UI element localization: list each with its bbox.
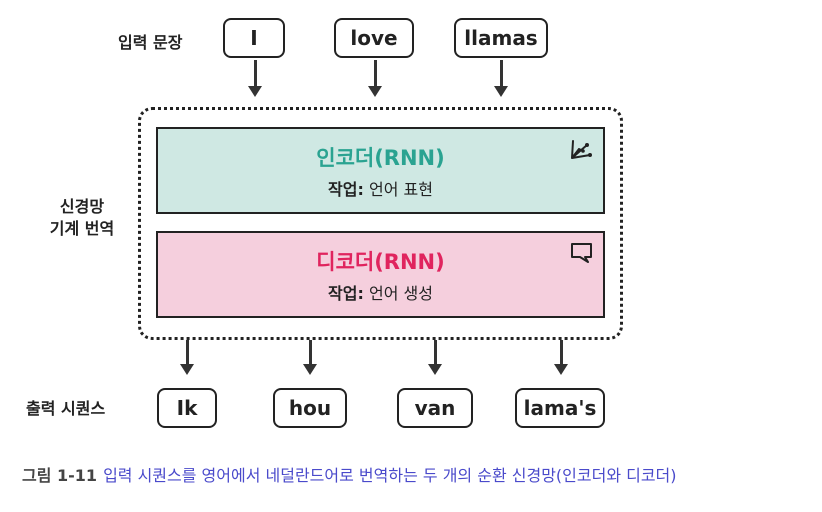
encoder-task-label: 작업: xyxy=(328,179,364,199)
output-arrow xyxy=(303,340,317,375)
caption-text: 입력 시퀀스를 영어에서 네덜란드어로 번역하는 두 개의 순환 신경망(인코더… xyxy=(103,466,677,485)
decoder-task-value: 언어 생성 xyxy=(368,283,433,303)
output-token: hou xyxy=(273,388,347,428)
speech-bubble-icon xyxy=(569,241,595,269)
encoder-title: 인코더(RNN) xyxy=(316,145,445,170)
decoder-task: 작업: 언어 생성 xyxy=(328,280,433,304)
input-token: love xyxy=(334,18,414,58)
output-token: van xyxy=(397,388,473,428)
figure-caption: 그림 1-11 입력 시퀀스를 영어에서 네덜란드어로 번역하는 두 개의 순환 … xyxy=(22,462,677,486)
input-arrow xyxy=(368,60,382,97)
output-sequence-label: 출력 시퀀스 xyxy=(26,399,106,418)
nmt-label-line2: 기계 번역 xyxy=(49,218,115,238)
encoder-task: 작업: 언어 표현 xyxy=(328,176,433,200)
input-token: llamas xyxy=(454,18,548,58)
encoder-box: 인코더(RNN) 작업: 언어 표현 xyxy=(156,127,605,214)
encoder-task-value: 언어 표현 xyxy=(368,179,433,199)
input-token: I xyxy=(223,18,285,58)
input-arrow xyxy=(248,60,262,97)
output-token: lama's xyxy=(515,388,605,428)
network-nodes-icon xyxy=(569,137,595,165)
nmt-container xyxy=(138,107,623,340)
nmt-label: 신경망 기계 번역 xyxy=(42,196,122,239)
output-arrow xyxy=(554,340,568,375)
output-arrow xyxy=(180,340,194,375)
nmt-label-line1: 신경망 xyxy=(59,197,105,216)
figure-number: 그림 1-11 xyxy=(22,466,98,485)
output-token: Ik xyxy=(157,388,217,428)
input-sentence-label: 입력 문장 xyxy=(118,33,183,52)
decoder-title: 디코더(RNN) xyxy=(316,249,445,274)
decoder-box: 디코더(RNN) 작업: 언어 생성 xyxy=(156,231,605,318)
output-arrow xyxy=(428,340,442,375)
input-arrow xyxy=(494,60,508,97)
decoder-task-label: 작업: xyxy=(328,283,364,303)
